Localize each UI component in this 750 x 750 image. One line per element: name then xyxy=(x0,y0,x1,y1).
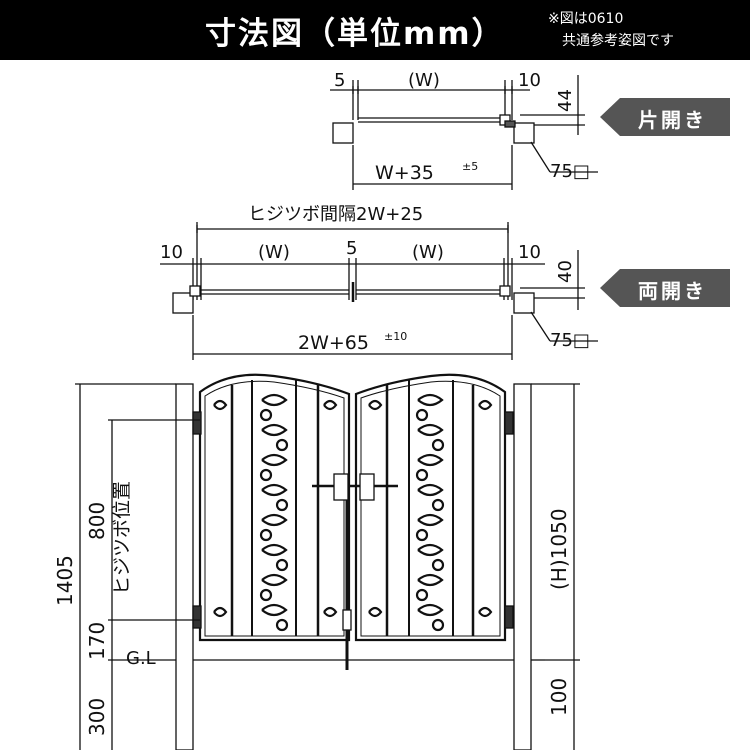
double-left-gap: 10 xyxy=(160,242,183,263)
hinge-span: 800 xyxy=(85,502,109,540)
gate-height: (H)1050 xyxy=(547,508,571,590)
single-total: W+35 xyxy=(375,162,434,184)
double-center-gap: 5 xyxy=(346,238,357,259)
double-right-gap: 10 xyxy=(518,242,541,263)
double-swing-label: 両開き xyxy=(638,279,707,303)
gate-elevation xyxy=(75,373,580,750)
single-swing-plan xyxy=(330,75,598,190)
figure-note: 共通参考姿図です xyxy=(562,33,674,49)
hinge-position-label: ヒジツボ位置 xyxy=(111,481,133,595)
post-embed-right: 100 xyxy=(547,678,571,716)
post-embed-left: 300 xyxy=(85,698,109,736)
double-post-size: 75□ xyxy=(550,330,590,351)
double-left-width: (W) xyxy=(258,242,290,263)
double-right-width: (W) xyxy=(412,242,444,263)
double-depth: 40 xyxy=(555,260,576,283)
single-width: (W) xyxy=(408,70,440,91)
single-post-size: 75□ xyxy=(550,161,590,182)
hinge-pitch: ヒジツボ間隔2W+25 xyxy=(248,204,423,225)
double-swing-plan xyxy=(160,222,598,360)
total-height: 1405 xyxy=(53,555,77,606)
double-swing-tag: 両開き xyxy=(600,269,730,307)
single-swing-label: 片開き xyxy=(638,108,707,132)
figure-note: ※図は0610 xyxy=(548,11,624,27)
double-total: 2W+65 xyxy=(298,332,369,354)
single-left-gap: 5 xyxy=(334,70,345,91)
page-title: 寸法図（単位mm） xyxy=(205,16,505,52)
double-total-tolerance: ±10 xyxy=(384,330,407,343)
single-swing-tag: 片開き xyxy=(600,98,730,136)
single-depth: 44 xyxy=(555,89,576,112)
bottom-to-hinge: 170 xyxy=(85,622,109,660)
ground-level: G.L xyxy=(126,648,156,669)
single-right-gap: 10 xyxy=(518,70,541,91)
title-bar: 寸法図（単位mm） ※図は0610 共通参考姿図です xyxy=(0,0,750,60)
single-total-tolerance: ±5 xyxy=(462,160,478,173)
